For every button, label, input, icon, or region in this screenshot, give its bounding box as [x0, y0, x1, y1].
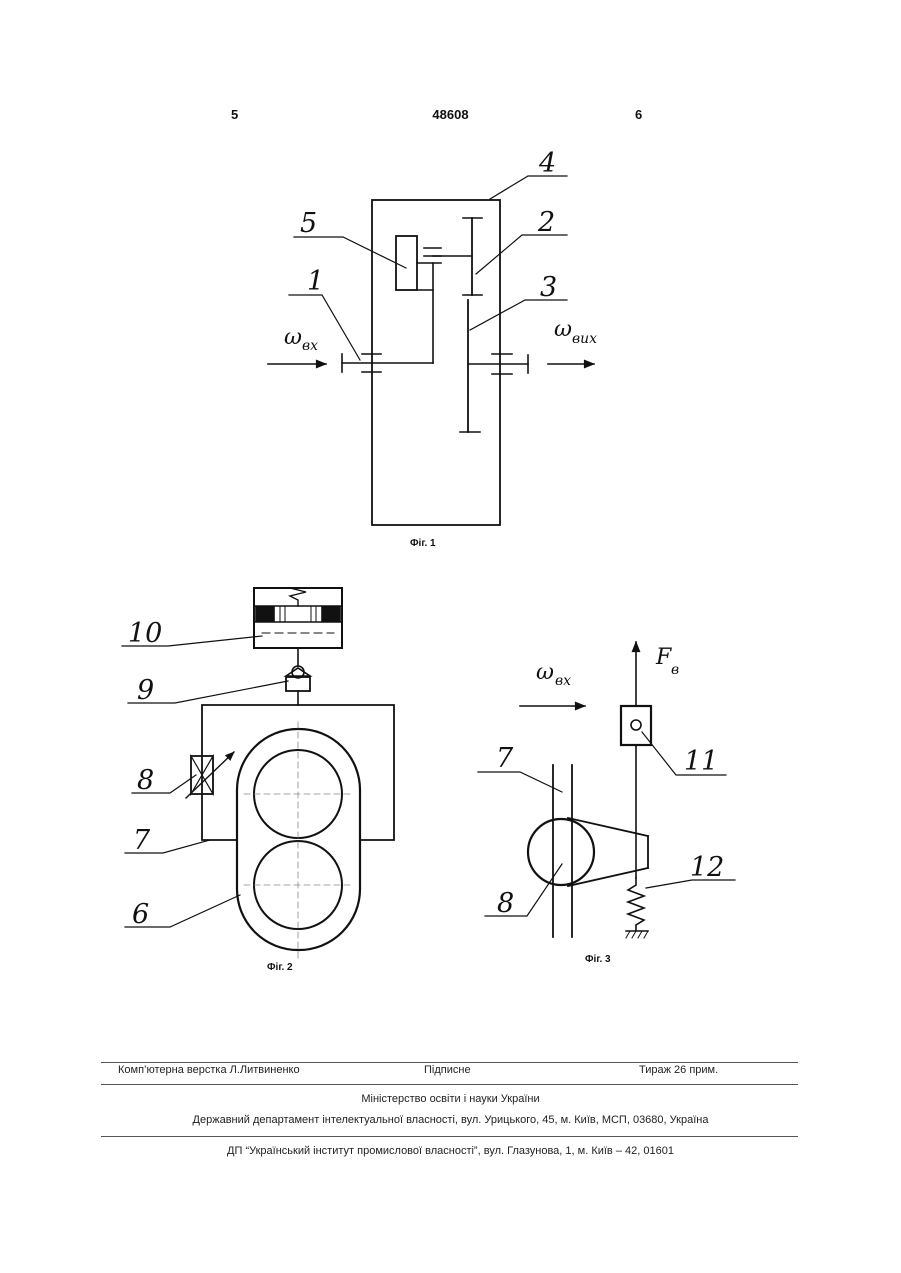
footer-department: Державний департамент інтелектуальної вл… [0, 1114, 901, 1126]
fig2-label-8: 8 [137, 765, 154, 796]
footer-layout: Комп’ютерна верстка Л.Литвиненко [118, 1064, 300, 1076]
fig2-label-9: 9 [137, 675, 154, 706]
fig1-caption: Фіг. 1 [410, 538, 436, 549]
fig1-element-5 [396, 236, 417, 290]
fig1-label-2: 2 [537, 207, 555, 238]
fig1-omega-in-sub: вх [302, 338, 318, 354]
footer-rule-top [101, 1062, 798, 1063]
fig1-label-3: 3 [540, 272, 557, 303]
footer-rule-bottom [101, 1136, 798, 1137]
fig1-label-1: 1 [307, 266, 324, 297]
fig3-label-8: 8 [497, 888, 514, 919]
fig3-force-sub: в [671, 662, 679, 678]
footer-circulation: Тираж 26 прим. [639, 1064, 718, 1076]
footer-rule-middle [101, 1084, 798, 1085]
fig1-omega-in-symbol: ω [284, 325, 302, 350]
fig2-label-10: 10 [128, 618, 162, 649]
fig3-drawing [478, 642, 735, 938]
footer-institute: ДП “Український інститут промислової вла… [0, 1145, 901, 1157]
fig3-omega-in-symbol: ω [536, 660, 554, 685]
fig1-omega-out-sub: вих [572, 331, 597, 347]
footer-signed: Підписне [424, 1064, 471, 1076]
fig2-label-7: 7 [133, 825, 151, 856]
fig3-label-11: 11 [684, 746, 718, 777]
fig2-caption: Фіг. 2 [267, 962, 293, 973]
fig3-force-symbol: F [655, 645, 672, 670]
fig1-label-4: 4 [538, 148, 556, 179]
fig3-label-7: 7 [496, 743, 514, 774]
fig2-drawing [122, 588, 394, 958]
fig3-caption: Фіг. 3 [585, 954, 611, 965]
fig3-omega-in-sub: вх [555, 673, 571, 689]
fig3-label-12: 12 [690, 852, 724, 883]
fig2-label-6: 6 [132, 899, 149, 930]
fig1-label-5: 5 [300, 208, 317, 239]
fig1-omega-out-symbol: ω [554, 317, 572, 342]
footer-ministry: Міністерство освіти і науки України [0, 1093, 901, 1105]
